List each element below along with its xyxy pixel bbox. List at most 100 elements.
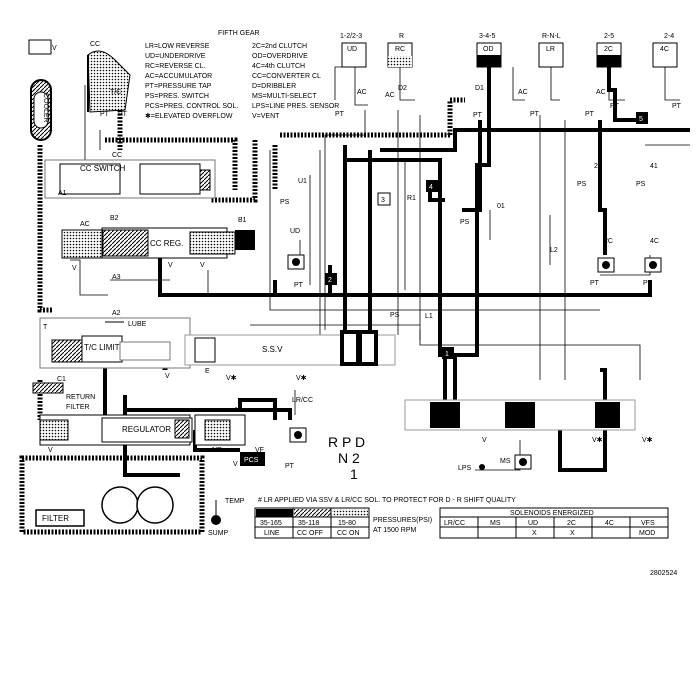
svg-text:PT: PT [643,280,653,287]
vent-label: V [233,461,238,468]
svg-text:L1: L1 [425,313,433,320]
solenoid-state: X [532,530,537,537]
pressure-value: 35-118 [298,520,319,527]
legend-item: AC=ACCUMULATOR [145,73,212,80]
solenoids-title: SOLENOIDS ENERGIZED [510,510,594,517]
clutch-range-label: R-N-L [542,33,561,40]
clutch-ud: 1-2/2-3 UD [340,33,367,68]
legend-item: CC=CONVERTER CL [252,73,321,80]
svg-text:PT: PT [672,103,682,110]
figure-id: 2802524 [650,570,677,577]
solenoid-switch-valve: S.S.V V✱ V✱ [184,330,396,382]
svg-text:01: 01 [497,203,505,210]
pt-label: PT [285,463,295,470]
a1-label: A1 [58,190,67,197]
clutch-range-label: 1-2/2-3 [340,33,362,40]
svg-text:R1: R1 [407,195,416,202]
vent-label: V [72,265,77,272]
clutch-name-label: LR [546,46,555,53]
vent-label: V✱ [642,436,653,444]
clutch-name-label: UD [347,46,357,53]
a3-label: A3 [112,274,121,281]
svg-text:L2: L2 [550,247,558,254]
clutch-range-label: 2-5 [604,33,614,40]
svg-text:PS: PS [460,219,470,226]
legend-item: 4C=4th CLUTCH [252,63,305,70]
solenoids-table: SOLENOIDS ENERGIZED LR/CC MS UD 2C 4C VF… [439,507,669,539]
circled-numbers: 5 4 3 2 1 [325,112,648,359]
swatch-line [256,509,293,517]
filter-label: FILTER [42,514,69,523]
svg-text:PS: PS [390,312,400,319]
svg-text:AC: AC [357,89,367,96]
solenoid-header: VFS [641,520,655,527]
pressure-value: 15-80 [338,520,356,527]
solenoid-header: 2C [567,520,576,527]
swatch-cc-on [332,509,368,517]
clutch-name-label: 2C [604,46,613,53]
lr-cc-label: LR/CC [292,397,313,404]
solenoid-state: MOD [639,530,655,537]
pump-and-filter: FILTER [19,455,205,535]
cc-label: CC [112,152,122,159]
clutch-name-label: OD [483,46,494,53]
clutch-rc: R RC [387,33,413,68]
vent-label: V✱ [592,436,603,444]
legend-item: 2C=2nd CLUTCH [252,43,307,50]
4c-label: 4C [650,238,659,245]
legend-left: LR=LOW REVERSE UD=UNDERDRIVE RC=REVERSE … [145,43,238,120]
clutch-od: 3-4-5 OD [476,33,502,68]
solenoid-state: X [570,530,575,537]
svg-text:D1: D1 [475,85,484,92]
solenoid-header: LR/CC [444,520,465,527]
legend-item: PS=PRES. SWITCH [145,93,209,100]
svg-text:PS: PS [280,199,290,206]
pressure-value: 35-165 [260,520,282,527]
ms-solenoid: MS LPS [458,454,532,472]
b1-label: B1 [238,217,247,224]
svg-text:2: 2 [328,277,332,284]
temp-label: TEMP [225,498,245,505]
vent-label: V [168,262,173,269]
legend-item: OD=OVERDRIVE [252,53,308,60]
tc-label: T/C [110,89,121,96]
note-text: # LR APPLIED VIA SSV & LR/CC SOL. TO PRO… [258,497,516,504]
pressure-caption: AT 1500 RPM [373,527,416,534]
pcs-label: PCS [244,457,259,464]
sump-temp: TEMP SUMP [208,498,245,537]
svg-text:PS: PS [577,181,587,188]
svg-text:AC: AC [596,89,606,96]
pressure-label: CC OFF [297,530,323,537]
legend-item: PT=PRESSURE TAP [145,83,212,90]
legend-right: 2C=2nd CLUTCH OD=OVERDRIVE 4C=4th CLUTCH… [252,43,339,120]
legend-item: RC=REVERSE CL. [145,63,206,70]
solenoid-header: UD [528,520,538,527]
solenoid-header: 4C [605,520,614,527]
clutch-range-label: R [399,33,404,40]
svg-text:PT: PT [585,111,595,118]
svg-text:PT: PT [530,111,540,118]
clutch-range-label: 3-4-5 [479,33,495,40]
clutch-range-label: 2-4 [664,33,674,40]
ms-label: MS [500,458,511,465]
svg-text:AC: AC [385,92,395,99]
pressure-legend: 35-165 35-118 15-80 LINE CC OFF CC ON PR… [254,507,432,539]
pt-label: PT [118,111,128,118]
svg-text:21: 21 [594,163,602,170]
sump-label: SUMP [208,530,229,537]
a2-label: A2 [112,310,121,317]
regulator-valve: REGULATOR V [39,414,193,454]
return-filter: RETURN FILTER C1 [32,376,95,411]
vent-label: V [165,373,170,380]
tc-limit-label: T/C LIMIT [84,343,120,352]
cc-switch-label: CC SWITCH [80,164,126,173]
cc-reg-label: CC REG. [150,239,183,248]
pt-label: PT [100,111,110,118]
vent-label: V [48,447,53,454]
legend-item: UD=UNDERDRIVE [145,53,206,60]
ac-label: AC [80,221,90,228]
svg-text:AC: AC [518,89,528,96]
svg-text:1: 1 [350,466,358,482]
